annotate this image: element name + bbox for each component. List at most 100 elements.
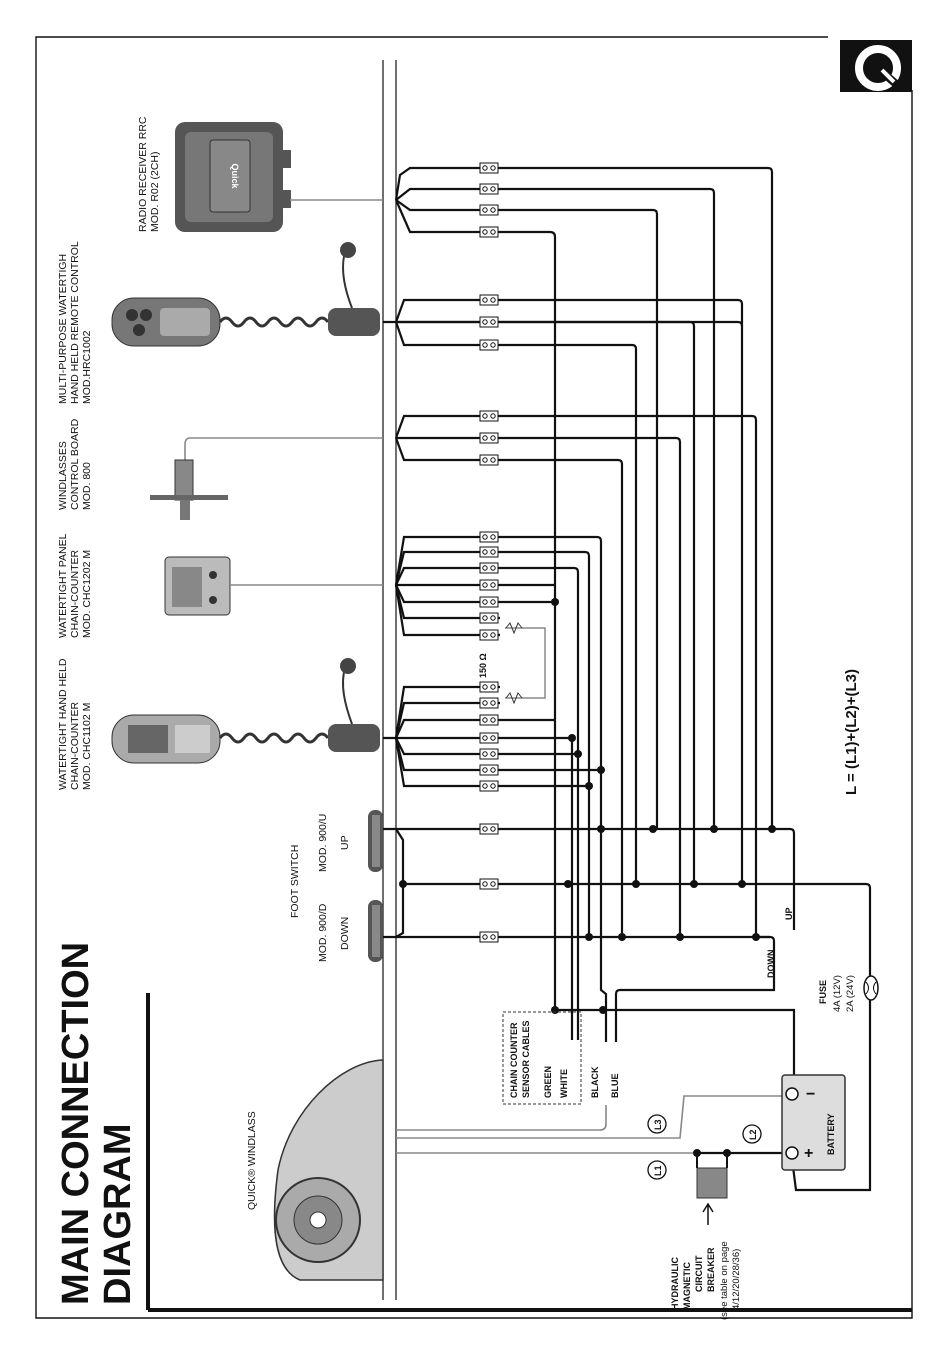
wire (383, 298, 744, 884)
wire (383, 685, 500, 740)
terminal-block (479, 629, 499, 641)
wire (394, 414, 758, 937)
junction-dot (568, 734, 576, 742)
wire (555, 1008, 796, 1092)
terminal-block (479, 531, 499, 543)
windlass-cable (396, 1105, 607, 1131)
sensor-label-1: CHAIN COUNTER (509, 1022, 519, 1098)
panel-label-2: CHAIN-COUNTER (69, 550, 81, 638)
terminal-block (479, 681, 499, 693)
foot-switch-up (368, 810, 383, 872)
terminal-block (479, 316, 499, 328)
junction-dot (574, 750, 582, 758)
wire (599, 829, 608, 1042)
terminal-block (479, 748, 499, 760)
junction-dot (564, 880, 572, 888)
sensor-label-2: SENSOR CABLES (521, 1020, 531, 1098)
breaker-label-3: CIRCUIT (694, 1255, 704, 1292)
hand-remote-device (111, 242, 380, 347)
junction-dot (752, 933, 760, 941)
terminal-block (479, 162, 499, 174)
junction-dot (690, 880, 698, 888)
junction-dot (597, 766, 605, 774)
terminal-block (479, 410, 499, 422)
wire (394, 737, 589, 788)
up-wire-label: UP (784, 907, 794, 920)
battery-negative: − (806, 1086, 815, 1103)
wire (395, 199, 659, 829)
battery (781, 1074, 846, 1171)
wire (394, 550, 591, 937)
windlass-cable-l3 (396, 1095, 790, 1139)
wire (395, 187, 716, 829)
junction-dot (399, 880, 407, 888)
terminal-block (479, 562, 499, 574)
wire (394, 437, 624, 937)
wire (395, 584, 556, 604)
terminal-blocks (479, 162, 499, 943)
down-model-label: MOD. 900/D (317, 903, 329, 962)
terminal-block (479, 204, 499, 216)
terminal-block (479, 432, 499, 444)
junction-dot (649, 825, 657, 833)
down-label: DOWN (339, 917, 351, 950)
terminal-block (479, 339, 499, 351)
down-wire-label: DOWN (766, 950, 776, 979)
panel-counter-device (164, 556, 231, 616)
fuse-title: FUSE (818, 980, 828, 1004)
up-label: UP (339, 835, 351, 850)
wire-white: WHITE (559, 1069, 569, 1098)
terminal-block (479, 764, 499, 776)
panel-label-3: MOD. CHC1202 M (81, 550, 93, 638)
wire (403, 882, 872, 978)
board-label-2: CONTROL BOARD (69, 418, 81, 510)
wire (396, 320, 744, 327)
wire-blue: BLUE (610, 1074, 620, 1099)
counter-label-3: MOD. CHC1102 M (81, 703, 93, 790)
junction-dot (599, 1006, 607, 1014)
title-line1: MAIN CONNECTION (55, 942, 97, 1305)
remote-label-3: MOD.HRC1002 (81, 330, 93, 404)
resistor-label: 150 Ω (478, 653, 488, 678)
board-label-3: MOD. 800 (81, 462, 93, 510)
resistor-150-ohm (505, 622, 546, 705)
breaker-label-4: BREAKER (706, 1247, 716, 1292)
breaker-label-1: HYDRAULIC (670, 1257, 680, 1310)
terminal-block (479, 454, 499, 466)
page-frame (35, 36, 913, 1319)
terminal-block (479, 823, 499, 835)
windlass-device (273, 1059, 384, 1281)
battery-positive: + (804, 1145, 813, 1162)
l1-label: L1 (653, 1165, 663, 1176)
junction-dot (632, 880, 640, 888)
terminal-block (479, 714, 499, 726)
terminal-block (479, 612, 499, 624)
length-marker-l3 (647, 1114, 667, 1134)
terminal-block (479, 546, 499, 558)
terminal-block (479, 183, 499, 195)
wire (790, 1000, 872, 1192)
junction-dot (585, 782, 593, 790)
wire (394, 718, 556, 739)
fuse-symbol (863, 975, 879, 1001)
radio-receiver-device: Quick (175, 122, 291, 232)
wire (394, 701, 500, 739)
junction-dot (676, 933, 684, 941)
title-line2: DIAGRAM (97, 1123, 139, 1305)
foot-switch-label: FOOT SWITCH (289, 845, 301, 918)
receiver-label-1: RADIO RECEIVER RRC (137, 116, 149, 232)
control-board-device (150, 437, 383, 520)
wire (394, 199, 557, 1010)
hand-counter-device (111, 658, 380, 764)
wire (395, 737, 578, 756)
board-label-1: WINDLASSES (57, 441, 69, 510)
counter-label-1: WATERTIGHT HAND HELD (57, 658, 69, 790)
wire (394, 584, 500, 637)
fuse-rating-12v: 4A (12V) (832, 975, 843, 1012)
junction-dot (597, 825, 605, 833)
counter-label-2: CHAIN-COUNTER (69, 702, 81, 790)
length-formula: L = (L1)+(L2)+(L3) (843, 669, 860, 795)
junction-dot (738, 880, 746, 888)
junction-dot (551, 598, 559, 606)
